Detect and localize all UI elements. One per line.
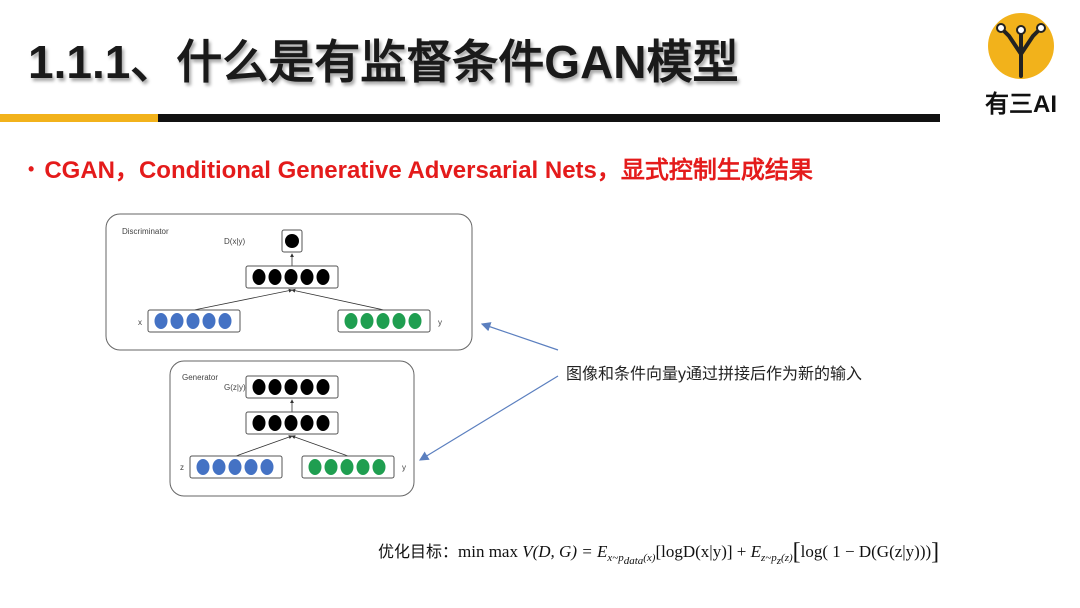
discriminator-input-y-nodes xyxy=(344,313,422,329)
cgan-diagram: Discriminator D(x|y) x y Generator xyxy=(105,213,559,497)
bullet-point: • CGAN，Conditional Generative Adversarial… xyxy=(28,150,813,185)
formula-term1-body: [logD(x|y)] + xyxy=(655,542,751,561)
formula-prefix: 优化目标： xyxy=(378,544,459,561)
formula-term2-body: log( 1 − D(G(z|y))) xyxy=(800,542,932,561)
formula-term1-sub: x~p xyxy=(607,552,624,565)
formula-term2-E: E xyxy=(750,542,762,561)
generator-hidden-nodes xyxy=(252,415,330,431)
annotation-text: 图像和条件向量y通过拼接后作为新的输入 xyxy=(566,366,863,383)
discriminator-block: Discriminator D(x|y) x y xyxy=(105,213,473,351)
logo-text: 有三AI xyxy=(985,91,1057,118)
title-underline-accent xyxy=(0,114,158,122)
discriminator-input-y-label: y xyxy=(438,318,442,327)
discriminator-input-x-nodes xyxy=(154,313,232,329)
title-underline xyxy=(158,114,940,122)
discriminator-output-node xyxy=(285,234,299,248)
formula-lhs: V(D, G) = xyxy=(522,542,597,561)
discriminator-input-x-label: x xyxy=(138,318,142,327)
formula-term2-sub: z~p xyxy=(761,552,777,565)
generator-input-z-nodes xyxy=(196,459,274,475)
generator-output-label: G(z|y) xyxy=(224,383,246,392)
generator-input-z-label: z xyxy=(180,463,184,472)
generator-label: Generator xyxy=(182,373,218,382)
formula-term1-subsub: data xyxy=(623,555,644,568)
slide-title: 1.1.1、什么是有监督条件GAN模型 xyxy=(28,36,739,88)
formula-minmax: min max xyxy=(458,542,518,561)
discriminator-hidden-nodes xyxy=(252,269,330,285)
formula-term1-subtail: (x) xyxy=(643,552,656,565)
logo-icon xyxy=(988,13,1054,79)
generator-input-y-label: y xyxy=(402,463,406,472)
formula-term1-E: E xyxy=(596,542,608,561)
formula-term2-subsub: z xyxy=(776,555,782,568)
annotation-arrow-to-discriminator xyxy=(480,322,559,351)
bullet-text: CGAN，Conditional Generative Adversarial … xyxy=(44,157,813,184)
generator-output-nodes xyxy=(252,379,330,395)
annotation-arrow-to-generator xyxy=(418,375,559,461)
generator-input-y-nodes xyxy=(308,459,386,475)
discriminator-label: Discriminator xyxy=(122,227,169,236)
discriminator-output-label: D(x|y) xyxy=(224,237,246,246)
objective-formula: 优化目标：min max V(D, G) = Ex~pdata(x)[logD(… xyxy=(378,539,940,568)
generator-block: Generator G(z|y) z y xyxy=(169,360,415,497)
formula-term2-subtail: (z) xyxy=(781,552,793,565)
bullet-marker: • xyxy=(28,159,35,179)
